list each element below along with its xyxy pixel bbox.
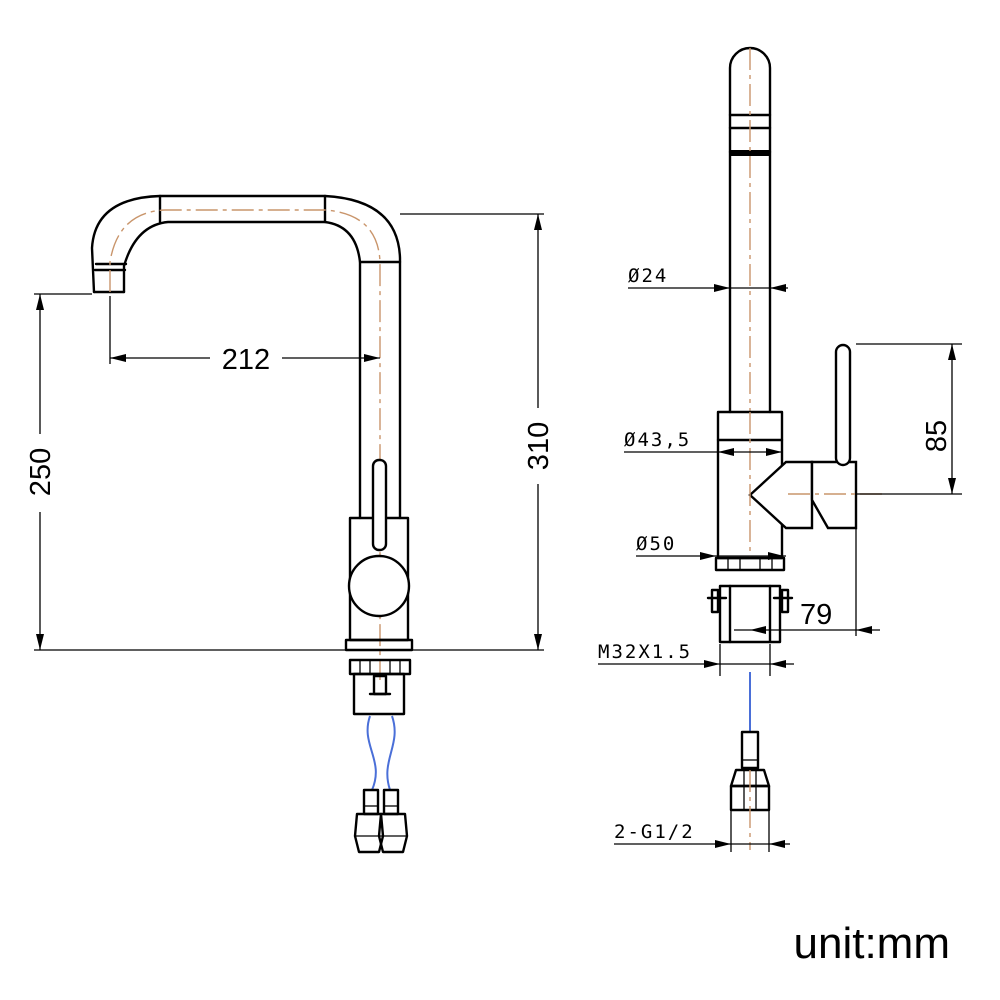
side-view: Ø24 Ø43,5 Ø50 85	[598, 46, 962, 852]
dim-reach-label: 212	[222, 344, 270, 376]
front-view: 212 250 310	[25, 194, 555, 854]
side-mounting	[706, 556, 794, 644]
dim-spout-diameter-label: Ø24	[628, 265, 668, 287]
dim-handle-offset: 79	[734, 528, 880, 636]
dim-reach-212: 212	[109, 296, 380, 376]
dim-total-height-label: 310	[523, 422, 555, 470]
front-body	[344, 458, 414, 652]
dim-mount-thread: M32X1.5	[598, 641, 794, 676]
dim-handle-offset-label: 79	[800, 599, 832, 631]
front-mounting	[348, 658, 412, 716]
dim-handle-height: 85	[856, 343, 962, 495]
dim-base-diameter-label: Ø50	[636, 533, 676, 555]
dim-inlet-thread-label: 2-G1/2	[614, 821, 695, 843]
dim-spout-height-250: 250	[25, 293, 92, 650]
dim-handle-height-label: 85	[921, 420, 953, 452]
unit-label: unit:mm	[794, 919, 950, 968]
side-spout	[728, 46, 772, 414]
dim-body-diameter-label: Ø43,5	[624, 429, 691, 451]
dim-inlet-thread: 2-G1/2	[614, 810, 790, 852]
dim-spout-height-label: 250	[25, 448, 57, 496]
dim-base-diameter: Ø50	[636, 533, 786, 560]
front-hoses	[353, 715, 409, 854]
front-spout	[90, 194, 402, 680]
dim-body-diameter: Ø43,5	[624, 429, 782, 456]
dim-total-height-310: 310	[400, 213, 555, 650]
dim-mount-thread-label: M32X1.5	[598, 641, 692, 663]
dim-spout-diameter: Ø24	[628, 265, 788, 292]
side-hose	[729, 672, 771, 850]
